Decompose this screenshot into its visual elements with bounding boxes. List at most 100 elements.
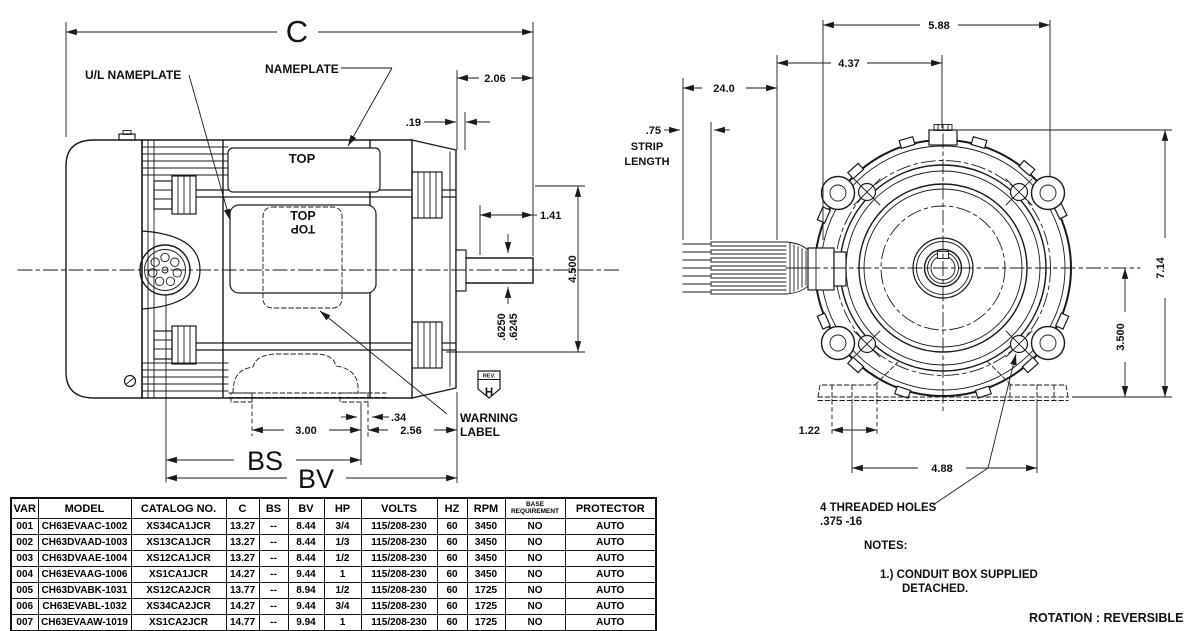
table-cell: 13.77 [225,582,260,599]
table-cell: 13.27 [225,550,260,567]
warning-label-line2: LABEL [460,425,500,439]
table-cell: NO [504,614,566,631]
table-cell: AUTO [564,534,657,551]
ul-label-top-text-rotated: TOP [291,222,315,236]
table-cell: 001 [10,518,39,535]
strip-dim: .75 [646,125,661,137]
table-cell: AUTO [564,566,657,583]
shaft [455,249,534,292]
column-header: HZ [436,497,468,519]
table-cell: 9.44 [287,598,325,615]
table-cell: CH63DVABK-1031 [37,582,132,599]
cap-bolt [118,133,136,141]
table-cell: XS1CA1JCR [130,566,227,583]
table-cell: 002 [10,534,39,551]
rev-letter: H [485,387,493,399]
rotation-note: ROTATION : REVERSIBLE [1029,611,1183,625]
table-cell: 1/2 [323,550,362,567]
table-cell: XS13CA1JCR [130,534,227,551]
table-cell: NO [504,598,566,615]
dim-c-label: C [286,14,308,49]
end-bell [411,139,457,399]
lead-wires [682,241,847,295]
connection-plate [229,204,377,294]
table-cell: 006 [10,598,39,615]
warning-label-line1: WARNING [460,411,518,425]
table-cell: NO [504,534,566,551]
notes-title: NOTES: [864,540,907,552]
table-cell: 3/4 [323,518,362,535]
dim-24-0: 24.0 [713,83,734,95]
table-cell: 3450 [466,518,506,535]
column-header: CATALOG NO. [130,497,227,519]
table-cell: 9.44 [287,566,325,583]
table-cell: 3450 [466,534,506,551]
dim-3-00: 3.00 [295,425,316,437]
table-cell: CH63EVABL-1032 [37,598,132,615]
table-cell: AUTO [564,582,657,599]
dim-7-14: 7.14 [1155,256,1167,278]
revision-mark: REV. H [477,370,501,399]
strip-label-line1: STRIP [631,141,663,153]
motor-side-view: TOP TOP TOP REV. H C 2.06 .19 U/L N [17,14,621,494]
table-cell: NO [504,550,566,567]
table-cell: 3450 [466,566,506,583]
mounting-ears [820,175,1066,361]
end-view-base [817,361,1069,406]
table-cell: NO [504,518,566,535]
end-view-centerlines [805,133,1141,413]
table-cell: 115/208-230 [360,566,438,583]
table-cell: -- [258,518,289,535]
column-header: C [225,497,260,519]
dim-2-06: 2.06 [484,73,505,85]
ul-nameplate-label: U/L NAMEPLATE [85,68,181,82]
table-cell: CH63EVAAW-1019 [37,614,132,631]
table-cell: 005 [10,582,39,599]
table-cell: 115/208-230 [360,550,438,567]
table-cell: -- [258,534,289,551]
table-cell: XS12CA1JCR [130,550,227,567]
table-cell: 1 [323,614,362,631]
table-cell: 1/3 [323,534,362,551]
table-cell: CH63DVAAE-1004 [37,550,132,567]
dim-3-500: 3.500 [1115,323,1127,351]
column-header: BV [287,497,325,519]
nameplate-label: NAMEPLATE [265,62,339,76]
threaded-holes [853,178,1033,358]
table-cell: NO [504,582,566,599]
nameplate [227,147,381,193]
table-cell: AUTO [564,518,657,535]
rev-label: REV. [483,374,496,380]
shaft-dia-max: .6250 [496,313,508,341]
table-cell: 14.27 [225,598,260,615]
end-view-dimensions: 5.88 4.37 24.0 .75 STRIP LENGTH 7.14 3.5… [624,20,1183,625]
rim-tabs [816,136,1070,399]
table-cell: 8.44 [287,550,325,567]
table-cell: NO [504,566,566,583]
dim-0-34: .34 [391,412,407,424]
table-cell: 115/208-230 [360,518,438,535]
ul-nameplate-outline [262,206,343,309]
table-cell: -- [258,582,289,599]
table-cell: -- [258,550,289,567]
table-cell: 004 [10,566,39,583]
cap-bolt-head [122,130,132,135]
table-cell: 8.94 [287,582,325,599]
table-cell: 1725 [466,614,506,631]
table-cell: 8.44 [287,534,325,551]
table-cell: XS1CA2JCR [130,614,227,631]
table-cell: CH63EVAAC-1002 [37,518,132,535]
strip-label-line2: LENGTH [624,156,669,168]
table-cell: 60 [436,582,468,599]
dim-4-500: 4.500 [567,255,579,283]
